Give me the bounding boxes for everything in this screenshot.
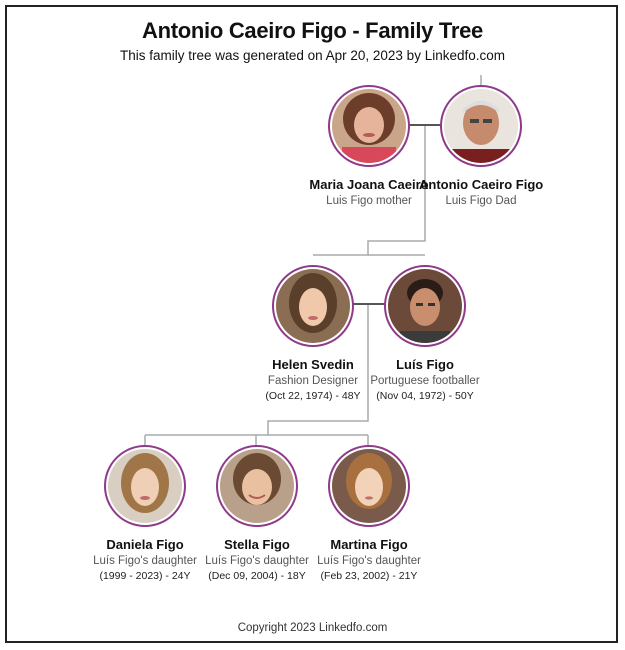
- portrait-woman-elderly-icon: [332, 89, 406, 163]
- person-martina-figo[interactable]: Martina Figo Luís Figo's daughter (Feb 2…: [307, 445, 431, 582]
- person-dates: (Dec 09, 2004) - 18Y: [208, 570, 306, 582]
- connector-parents-to-child: [313, 125, 426, 256]
- person-role: Luis Figo Dad: [445, 195, 517, 207]
- person-maria-joana-caeiro[interactable]: Maria Joana Caeiro Luis Figo mother: [307, 85, 431, 207]
- person-name: Martina Figo: [330, 537, 408, 552]
- copyright-footer: Copyright 2023 Linkedfo.com: [237, 622, 388, 634]
- person-name: Antonio Caeiro Figo: [419, 177, 544, 192]
- person-dates: (Oct 22, 1974) - 48Y: [265, 390, 361, 402]
- connector-couple-to-children: [267, 304, 369, 435]
- avatar[interactable]: [216, 445, 298, 527]
- avatar[interactable]: [104, 445, 186, 527]
- avatar[interactable]: [272, 265, 354, 347]
- portrait-young-woman-icon: [108, 449, 182, 523]
- page-title: Antonio Caeiro Figo - Family Tree: [142, 18, 483, 43]
- avatar[interactable]: [328, 445, 410, 527]
- person-name: Stella Figo: [224, 537, 290, 552]
- portrait-man-icon: [388, 269, 462, 343]
- person-name: Daniela Figo: [106, 537, 184, 552]
- avatar[interactable]: [384, 265, 466, 347]
- person-daniela-figo[interactable]: Daniela Figo Luís Figo's daughter (1999 …: [83, 445, 207, 582]
- person-luis-figo[interactable]: Luís Figo Portuguese footballer (Nov 04,…: [363, 265, 487, 402]
- portrait-man-elderly-icon: [444, 89, 518, 163]
- person-dates: (Nov 04, 1972) - 50Y: [376, 390, 474, 402]
- person-antonio-caeiro-figo[interactable]: Antonio Caeiro Figo Luis Figo Dad: [419, 85, 543, 207]
- person-dates: (Feb 23, 2002) - 21Y: [320, 570, 418, 582]
- person-role: Luis Figo mother: [326, 195, 412, 207]
- person-helen-svedin[interactable]: Helen Svedin Fashion Designer (Oct 22, 1…: [251, 265, 375, 402]
- person-name: Helen Svedin: [272, 357, 354, 372]
- person-stella-figo[interactable]: Stella Figo Luís Figo's daughter (Dec 09…: [195, 445, 319, 582]
- portrait-young-woman-icon: [220, 449, 294, 523]
- avatar[interactable]: [440, 85, 522, 167]
- person-role: Luís Figo's daughter: [205, 555, 309, 567]
- person-role: Luís Figo's daughter: [317, 555, 421, 567]
- portrait-woman-icon: [276, 269, 350, 343]
- person-role: Portuguese footballer: [370, 375, 480, 387]
- page-subtitle: This family tree was generated on Apr 20…: [120, 48, 505, 63]
- portrait-young-woman-icon: [332, 449, 406, 523]
- diagram-frame: [5, 5, 618, 643]
- avatar[interactable]: [328, 85, 410, 167]
- person-role: Fashion Designer: [267, 375, 359, 387]
- person-dates: (1999 - 2023) - 24Y: [99, 570, 191, 582]
- person-name: Luís Figo: [396, 357, 454, 372]
- person-name: Maria Joana Caeiro: [309, 177, 429, 192]
- person-role: Luís Figo's daughter: [93, 555, 197, 567]
